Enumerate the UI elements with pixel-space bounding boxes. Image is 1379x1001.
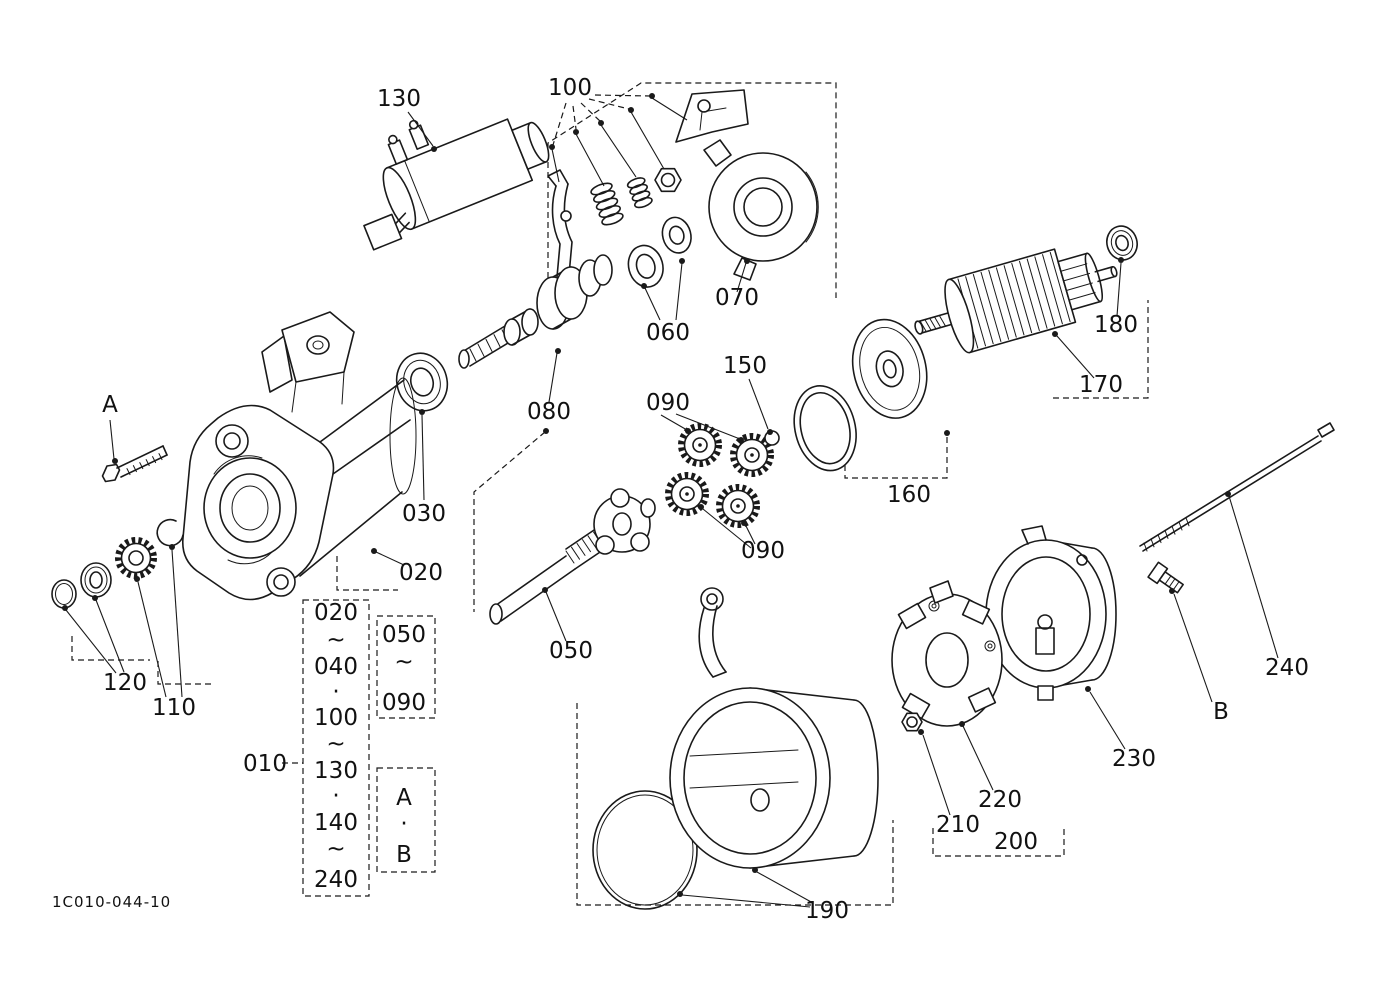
callout-190: 190 <box>805 898 849 924</box>
part-gear-110 <box>115 518 184 579</box>
part-bolt-A <box>101 445 168 483</box>
part-bearing-030 <box>395 352 449 412</box>
legend-item-col2-dot: · <box>400 811 407 837</box>
part-nut-210 <box>901 712 923 732</box>
callout-050: 050 <box>549 638 593 664</box>
planet-gear <box>665 472 709 516</box>
planet-gear <box>730 433 774 477</box>
legend-item-col1-040: 040 <box>314 654 358 680</box>
part-washers-060 <box>627 216 692 288</box>
part-through-bolt-240 <box>1139 422 1335 552</box>
legend-item-col1-dot2: · <box>332 783 339 809</box>
callout-060: 060 <box>646 320 690 346</box>
legend-item-col2-090: 090 <box>382 690 426 716</box>
callout-170: 170 <box>1079 372 1123 398</box>
part-yoke-190 <box>592 587 879 910</box>
callout-240: 240 <box>1265 655 1309 681</box>
drawing-number: 1C010-044-10 <box>52 893 171 911</box>
part-planet-gears-090 <box>665 423 774 528</box>
part-bracket-cap <box>675 89 749 143</box>
part-rear-frame-230 <box>985 525 1117 701</box>
planet-gear <box>716 484 760 528</box>
callout-120: 120 <box>103 670 147 696</box>
group-brackets <box>71 82 1149 906</box>
part-washers-120 <box>51 562 112 609</box>
legend-item-col1-dot1: · <box>332 679 339 705</box>
callout-210: 210 <box>936 812 980 838</box>
part-clutch-080 <box>458 254 613 369</box>
legend-item-col2-A: A <box>396 785 412 811</box>
part-retainer-rings-160 <box>793 318 928 472</box>
callout-090-upper: 090 <box>646 390 690 416</box>
leader-lines <box>62 93 1279 908</box>
part-springs-nut-100 <box>590 167 682 226</box>
callout-230: 230 <box>1112 746 1156 772</box>
callout-020: 020 <box>399 560 443 586</box>
legend-item-col2-B: B <box>396 842 412 868</box>
callout-220: 220 <box>978 787 1022 813</box>
legend-item-col1-tilde3: ~ <box>326 836 345 862</box>
legend-item-col2-tilde: ~ <box>394 649 413 675</box>
callout-200: 200 <box>994 829 1038 855</box>
callout-160: 160 <box>887 482 931 508</box>
callout-110: 110 <box>152 695 196 721</box>
part-brush-holder-220 <box>891 580 1003 727</box>
part-solenoid-130 <box>363 118 550 251</box>
callout-150: 150 <box>723 353 767 379</box>
legend-item-col1-020: 020 <box>314 600 358 626</box>
legend-item-col2-050: 050 <box>382 622 426 648</box>
callout-080: 080 <box>527 399 571 425</box>
legend-item-col1-130: 130 <box>314 758 358 784</box>
part-end-frame-070 <box>703 139 819 281</box>
part-armature-170 <box>914 248 1118 354</box>
callout-090-lower: 090 <box>741 538 785 564</box>
callout-100: 100 <box>548 75 592 101</box>
callout-130: 130 <box>377 86 421 112</box>
legend-item-col1-140: 140 <box>314 810 358 836</box>
callout-labels: 130 100 070 060 080 090 150 180 170 030 020 160 090 0… <box>102 75 1309 924</box>
legend-item-col1-tilde2: ~ <box>326 731 345 757</box>
planet-gear <box>678 423 722 467</box>
part-screw-B <box>1147 561 1184 594</box>
callout-B: B <box>1213 699 1229 725</box>
callout-A: A <box>102 392 118 418</box>
legend-item-col1-100: 100 <box>314 705 358 731</box>
legend-item-col1-240: 240 <box>314 867 358 893</box>
callout-010: 010 <box>243 751 287 777</box>
part-housing-020 <box>181 311 417 601</box>
callout-180: 180 <box>1094 312 1138 338</box>
callout-030: 030 <box>402 501 446 527</box>
part-bearing-180 <box>1106 225 1138 261</box>
callout-070: 070 <box>715 285 759 311</box>
legend-item-col1-tilde1: ~ <box>326 627 345 653</box>
part-shaft-carrier-050 <box>489 488 656 625</box>
